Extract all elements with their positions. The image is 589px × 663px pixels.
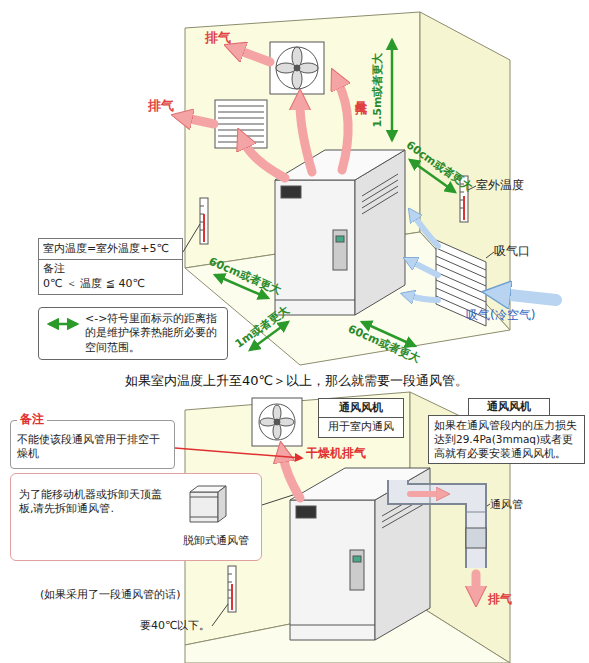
compressor xyxy=(275,150,430,640)
wall-louver xyxy=(436,248,486,318)
compressor xyxy=(333,230,347,270)
legend-symbol xyxy=(45,318,81,330)
thermometer xyxy=(463,196,465,220)
intake-arrow xyxy=(412,262,438,275)
caution-leader xyxy=(175,448,302,458)
compressor xyxy=(353,556,361,562)
exhaust-arrow xyxy=(186,118,214,124)
range-text: 0℃ ＜ 温度 ≦ 40℃ xyxy=(39,277,182,294)
flow-label: 排气 xyxy=(488,592,512,606)
detachable-duct-icon xyxy=(190,497,218,517)
node-backing xyxy=(10,473,262,561)
compressor xyxy=(275,174,398,300)
exhaust-arrow xyxy=(338,82,348,170)
dimension-arrow xyxy=(391,40,394,140)
exhaust-arrow xyxy=(410,491,440,497)
duct xyxy=(398,480,476,568)
callout-heading: 通风风机 xyxy=(468,398,550,415)
room-walls xyxy=(185,12,510,663)
section-note: 如果室内温度上升至40℃＞以上，那么就需要一段通风管。 xyxy=(125,373,468,389)
detachable-duct-icon xyxy=(218,486,226,522)
exhaust-fan xyxy=(252,398,302,446)
duct xyxy=(430,485,486,512)
callout-body: 用于室内通风 xyxy=(318,418,404,437)
note-text: (如果采用了一段通风管的话) xyxy=(40,588,181,601)
exhaust-fan xyxy=(259,404,295,440)
exhaust-fan xyxy=(298,63,318,73)
duct xyxy=(466,528,486,548)
note-box: 室内温度=室外温度+5℃备注0℃ ＜ 温度 ≦ 40℃ xyxy=(38,238,183,295)
duct-note-box: 为了能移动机器或拆卸天顶盖板,请先拆卸通风管. 脱卸式通风管 xyxy=(10,473,262,561)
flow-label: 吸气(冷空气) xyxy=(466,308,535,322)
flow-label: 排气 xyxy=(148,98,174,114)
detachable-duct-icon xyxy=(190,492,218,522)
flow-label: 排气 xyxy=(205,30,231,46)
leader-line xyxy=(212,604,228,626)
exhaust-fan xyxy=(292,69,302,89)
intake-arrow xyxy=(502,294,556,300)
node-backing xyxy=(10,473,262,561)
flow-label: 干燥机排气 xyxy=(306,446,366,460)
legend-symbol xyxy=(49,323,77,326)
exhaust-arrow xyxy=(472,574,481,592)
exhaust-arrow xyxy=(186,50,476,592)
duct xyxy=(398,480,486,568)
detachable-duct-icon xyxy=(190,486,226,522)
thermometer xyxy=(203,214,205,242)
part-name: 室外温度 xyxy=(476,178,524,192)
dimension-arrow xyxy=(215,40,455,350)
part-name: 通风管 xyxy=(490,498,523,511)
compressor xyxy=(336,236,344,242)
compressor xyxy=(275,180,355,315)
exhaust-fan xyxy=(294,65,300,71)
intake-arrow xyxy=(414,216,438,246)
exhaust-fan xyxy=(274,419,280,425)
compressor xyxy=(350,550,364,590)
thermometer xyxy=(231,584,233,610)
formula-text: 室内温度=室外温度+5℃ xyxy=(39,239,182,260)
exhaust-arrow xyxy=(300,104,312,172)
caution-box: 备注不能使该段通风管用于排空干燥机 xyxy=(10,420,175,469)
exhaust-arrow xyxy=(283,456,300,498)
leader-line xyxy=(486,252,494,258)
legend-box: <->符号里面标示的距离指的是维护保养热能所必要的空间范围。 xyxy=(38,307,228,360)
exhaust-fan xyxy=(292,47,302,67)
dimension-label: 1.5m或者更大 xyxy=(371,53,384,128)
intake-arrow xyxy=(410,216,556,300)
duct xyxy=(398,480,476,568)
compressor xyxy=(296,506,316,518)
intake-arrow xyxy=(410,296,438,300)
note-body: 为了能移动机器或拆卸天顶盖板,请先拆卸通风管. xyxy=(19,488,169,517)
compressor xyxy=(290,492,424,625)
fan-callout: 通风风机如果在通风管段内的压力损失达到29.4Pa(3mmaq)或者更高就有必要… xyxy=(428,398,585,464)
exhaust-arrow xyxy=(244,142,285,178)
part-name: 吸气口 xyxy=(494,244,530,258)
note-heading: 备注 xyxy=(39,260,182,276)
legend-text: <->符号里面标示的距离指的是维护保养热能所必要的空间范围。 xyxy=(85,312,221,355)
note-text: 要40℃以下。 xyxy=(140,619,210,632)
compressor xyxy=(281,186,301,198)
thermometer xyxy=(228,566,236,612)
exhaust-fan xyxy=(270,42,324,94)
compressor xyxy=(290,500,375,640)
thermometer xyxy=(200,198,208,244)
caution-leader xyxy=(175,448,302,458)
exhaust-fan xyxy=(276,47,318,89)
callout-body: 如果在通风管段内的压力损失达到29.4Pa(3mmaq)或者更高就有必要安装通风… xyxy=(428,415,585,464)
exhaust-arrow xyxy=(238,50,270,62)
part-name: 脱卸式通风管 xyxy=(171,534,261,548)
wall-louver xyxy=(218,106,264,142)
note-body: 不能使该段通风管用于排空干燥机 xyxy=(17,433,168,462)
leader-line xyxy=(183,224,200,252)
note-heading: 备注 xyxy=(17,412,47,428)
callout-heading: 通风风机 xyxy=(318,398,404,418)
exhaust-fan xyxy=(276,63,296,73)
fan-callout: 通风风机用于室内通风 xyxy=(318,398,404,438)
